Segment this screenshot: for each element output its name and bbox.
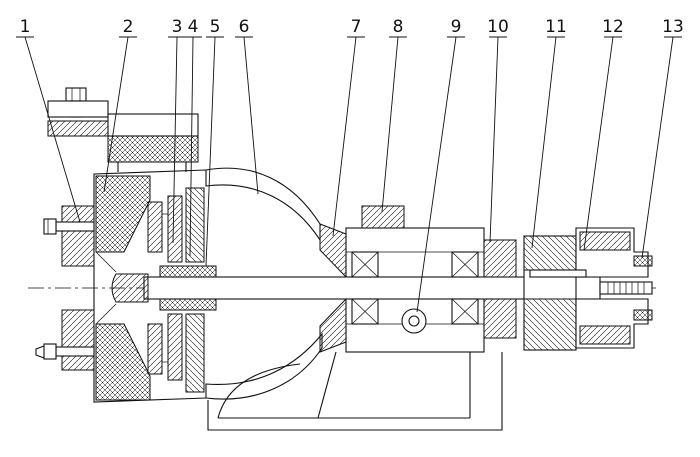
- suction-flange: [35, 205, 95, 371]
- callout-9: 9: [416, 17, 465, 313]
- shaft-key: [529, 269, 587, 278]
- callout-1: 1: [16, 17, 81, 223]
- callout-3: 3: [168, 17, 186, 244]
- callout-7: 7: [332, 17, 365, 237]
- callout-10: 10: [487, 17, 509, 243]
- impeller-nut: [111, 273, 149, 303]
- support-bracket: [319, 223, 347, 353]
- discharge-flange: [47, 87, 199, 172]
- callout-label: 3: [172, 17, 183, 37]
- callout-12: 12: [583, 17, 624, 251]
- impeller: [111, 195, 183, 381]
- coupling-pin: [633, 309, 653, 321]
- housing-top-boss: [361, 205, 405, 229]
- shaft-sleeve: [159, 265, 217, 311]
- callout-label: 12: [602, 17, 624, 37]
- flange-bolt: [55, 346, 95, 357]
- callout-label: 8: [393, 17, 404, 37]
- bearings: [351, 251, 479, 325]
- callout-label: 13: [662, 17, 684, 37]
- bearing-cap: [483, 239, 517, 339]
- callout-8: 8: [381, 17, 407, 213]
- flange-bolt: [55, 221, 95, 232]
- callout-2: 2: [103, 17, 137, 193]
- callout-label: 6: [239, 17, 250, 37]
- callout-label: 2: [123, 17, 134, 37]
- callout-label: 1: [20, 17, 31, 37]
- callout-label: 9: [451, 17, 462, 37]
- callouts: 1 2 3 4 5 6 7: [16, 17, 684, 313]
- callout-label: 4: [188, 17, 199, 37]
- callout-label: 11: [545, 17, 567, 37]
- callout-11: 11: [531, 17, 567, 249]
- callout-4: 4: [184, 17, 202, 257]
- callout-label: 10: [487, 17, 509, 37]
- callout-label: 5: [210, 17, 221, 37]
- coupling-pin: [633, 255, 653, 267]
- callout-6: 6: [235, 17, 259, 195]
- callout-13: 13: [641, 17, 684, 259]
- callout-5: 5: [205, 17, 224, 267]
- callout-label: 7: [351, 17, 362, 37]
- pump-casing: [93, 169, 207, 403]
- base-foot: [207, 351, 503, 431]
